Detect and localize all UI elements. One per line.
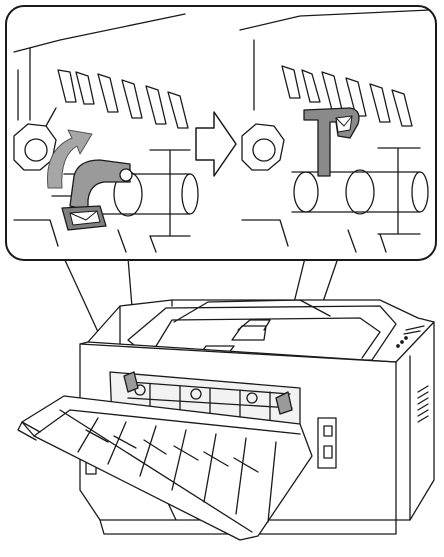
envelope-icon [61, 205, 107, 231]
lever-down [69, 159, 131, 211]
right-arrow-icon [195, 111, 237, 177]
panel-before [13, 13, 199, 253]
panel-after [239, 9, 431, 253]
printer [17, 299, 435, 541]
curved-up-arrow-icon [47, 129, 93, 189]
